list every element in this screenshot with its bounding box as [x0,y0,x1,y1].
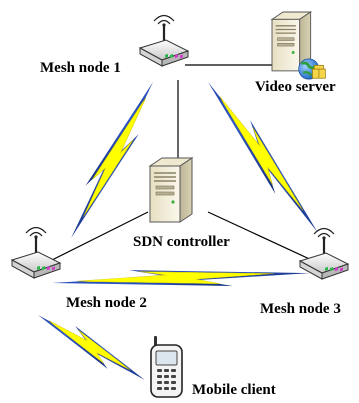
wireless-link-mesh2-mesh3 [51,262,311,294]
wireless-router-icon [10,226,62,280]
wireless-link-mesh1-mesh3 [198,74,328,240]
mesh-node-1-label: Mesh node 1 [40,60,121,76]
server-tower-icon [149,157,193,223]
video-server-label: Video server [255,79,336,95]
wired-links [47,64,317,263]
sdn-controller [149,157,193,223]
mesh-node-3 [298,227,350,281]
wireless-link-mesh1-mesh2 [60,76,164,244]
sdn-controller-label: SDN controller [133,234,230,250]
wireless-router-icon [298,227,350,281]
mesh-node-2-label: Mesh node 2 [66,295,147,311]
web-server-icon [271,11,326,80]
link-sdncontroller-mesh3 [207,211,317,263]
link-sdncontroller-mesh2 [47,211,149,263]
mobile-client-label: Mobile client [192,382,276,398]
mesh-node-1 [138,14,190,68]
wireless-router-icon [138,14,190,68]
mesh-node-2 [10,226,62,280]
mobile-client [150,336,183,398]
mesh-node-3-label: Mesh node 3 [260,301,341,317]
wireless-link-mesh2-mobileclient [32,306,151,389]
video-server [271,11,326,80]
wireless-links [32,74,328,389]
mobile-phone-icon [150,336,183,398]
